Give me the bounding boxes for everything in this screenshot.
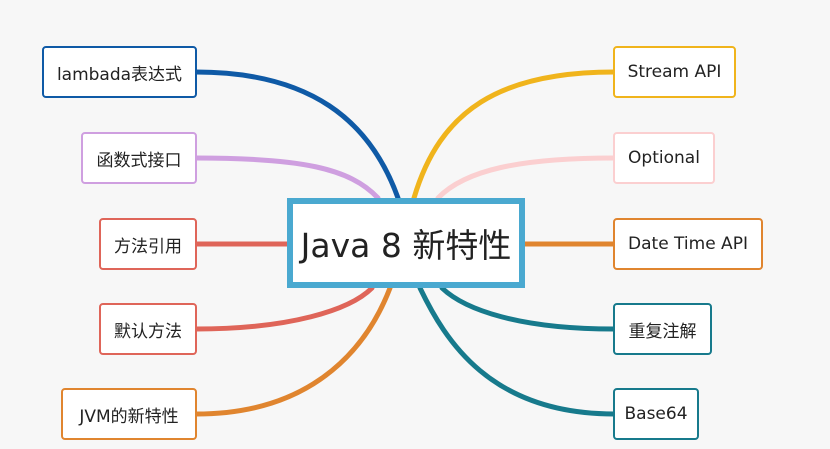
node-method-reference[interactable]: 方法引用 bbox=[99, 218, 197, 270]
node-lambda-label: lambada表达式 bbox=[56, 64, 183, 85]
node-stream-api[interactable]: Stream API bbox=[613, 46, 736, 98]
node-functional-interface[interactable]: 函数式接口 bbox=[81, 132, 197, 184]
node-default-method-label: 默认方法 bbox=[114, 321, 182, 342]
node-lambda[interactable]: lambada表达式 bbox=[42, 46, 197, 98]
connector-repeat-annotation bbox=[439, 285, 617, 332]
node-functional-interface-label: 函数式接口 bbox=[96, 150, 182, 171]
node-date-time-api[interactable]: Date Time API bbox=[613, 218, 763, 270]
node-repeat-annotation-label: 重复注解 bbox=[628, 321, 697, 342]
node-optional[interactable]: Optional bbox=[613, 132, 715, 184]
connector-jvm bbox=[193, 285, 393, 417]
node-stream-api-label: Stream API bbox=[627, 62, 722, 82]
center-node-label: Java 8 新特性 bbox=[300, 226, 512, 265]
node-jvm-label: JVM的新特性 bbox=[79, 406, 179, 427]
node-optional-label: Optional bbox=[628, 148, 700, 168]
connector-base64 bbox=[417, 285, 617, 417]
connector-optional bbox=[435, 155, 617, 201]
node-jvm[interactable]: JVM的新特性 bbox=[61, 388, 197, 440]
connector-functional-interface bbox=[193, 155, 381, 201]
node-repeat-annotation[interactable]: 重复注解 bbox=[613, 303, 712, 355]
node-base64-label: Base64 bbox=[624, 404, 688, 424]
node-base64[interactable]: Base64 bbox=[613, 388, 699, 440]
connector-default-method bbox=[193, 285, 375, 332]
node-method-reference-label: 方法引用 bbox=[114, 236, 182, 257]
center-node[interactable]: Java 8 新特性 bbox=[287, 198, 525, 288]
node-default-method[interactable]: 默认方法 bbox=[99, 303, 197, 355]
node-date-time-api-label: Date Time API bbox=[628, 234, 748, 254]
connector-stream-api bbox=[411, 69, 617, 201]
connector-lambda bbox=[193, 69, 401, 201]
